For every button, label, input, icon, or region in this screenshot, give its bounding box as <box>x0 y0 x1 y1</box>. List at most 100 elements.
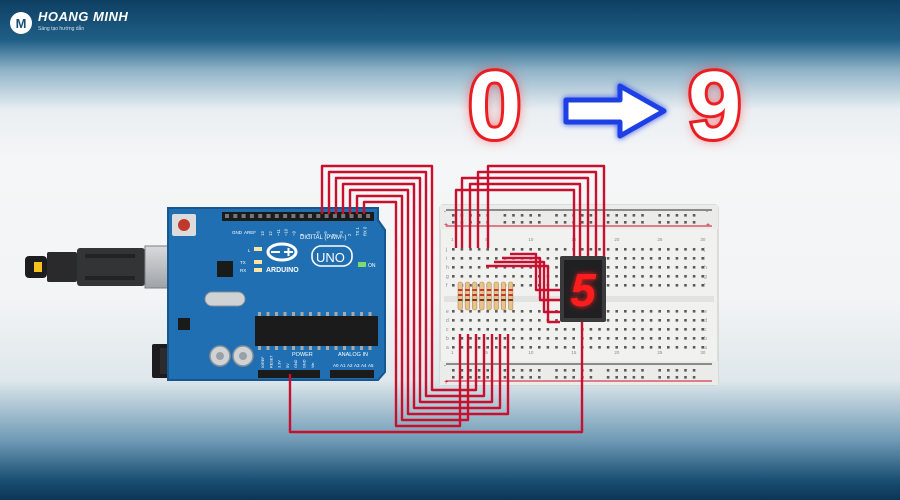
terminal-hole <box>460 266 464 269</box>
rail-hole <box>486 376 489 379</box>
column-number: 10 <box>528 350 534 355</box>
terminal-hole <box>692 337 696 340</box>
terminal-hole <box>701 328 704 331</box>
terminal-hole <box>649 328 653 331</box>
chip-pin <box>258 312 261 316</box>
terminal-hole <box>495 257 498 260</box>
column-number: 20 <box>614 350 620 355</box>
terminal-hole <box>503 248 507 251</box>
terminal-hole <box>529 248 532 251</box>
rail-minus-label-bottom: - <box>444 363 446 369</box>
rail-hole <box>460 369 464 372</box>
terminal-hole <box>469 346 472 349</box>
column-number: 20 <box>614 237 620 242</box>
chip-pin <box>334 312 338 316</box>
terminal-hole <box>452 346 455 349</box>
terminal-hole <box>503 328 507 331</box>
terminal-hole <box>606 257 610 260</box>
rail-hole <box>684 221 687 224</box>
rail-hole <box>563 214 567 217</box>
gnd-label: GND <box>232 230 243 235</box>
terminal-hole <box>486 328 489 331</box>
terminal-hole <box>606 346 610 349</box>
digital-pin-label: RX 0 <box>363 226 368 236</box>
terminal-hole <box>555 284 558 287</box>
analog-label: ANALOG IN <box>338 352 368 358</box>
terminal-hole <box>649 248 653 251</box>
terminal-hole <box>581 248 584 251</box>
terminal-hole <box>606 275 610 278</box>
rail-hole <box>589 214 593 217</box>
rail-hole <box>520 369 524 372</box>
terminal-hole <box>503 346 507 349</box>
brand-logo: M HOANG MINH Sáng tạo hướng dẫn <box>10 10 128 36</box>
terminal-hole <box>606 337 610 340</box>
row-letter: e <box>446 309 449 315</box>
terminal-hole <box>641 284 644 287</box>
terminal-hole <box>529 275 532 278</box>
terminal-hole <box>495 248 498 251</box>
digital-pin-label: 12 <box>268 231 273 236</box>
terminal-hole <box>624 346 627 349</box>
digital-pin-label: ~9 <box>292 231 297 236</box>
terminal-hole <box>589 328 593 331</box>
terminal-hole <box>641 275 644 278</box>
terminal-hole <box>624 248 627 251</box>
rail-hole <box>529 369 532 372</box>
rail-plus-label-top: + <box>444 222 448 229</box>
resistor-band <box>508 299 513 301</box>
terminal-hole <box>649 310 653 313</box>
terminal-hole <box>684 310 687 313</box>
terminal-hole <box>477 275 481 278</box>
terminal-hole <box>460 346 464 349</box>
terminal-hole <box>692 266 696 269</box>
terminal-hole <box>641 248 644 251</box>
terminal-hole <box>460 319 464 322</box>
terminal-hole <box>503 275 507 278</box>
power-pin-label: GND <box>303 359 307 368</box>
terminal-hole <box>667 328 670 331</box>
terminal-hole <box>529 346 532 349</box>
terminal-hole <box>546 248 550 251</box>
led-l-label: L <box>248 248 251 253</box>
terminal-hole <box>615 275 618 278</box>
terminal-hole <box>495 310 498 313</box>
rail-hole <box>581 221 584 224</box>
rail-hole <box>641 221 644 224</box>
jumper-wire <box>494 260 560 314</box>
header-pin <box>249 214 254 218</box>
terminal-hole <box>572 328 575 331</box>
rail-hole <box>658 214 661 217</box>
row-letter: j <box>445 247 447 253</box>
terminal-hole <box>486 337 489 340</box>
chip-pin <box>309 346 312 350</box>
terminal-hole <box>684 328 687 331</box>
terminal-hole <box>684 257 687 260</box>
terminal-hole <box>675 248 679 251</box>
terminal-hole <box>675 275 679 278</box>
rail-hole <box>684 376 687 379</box>
row-letter: a <box>446 345 449 351</box>
terminal-hole <box>701 275 704 278</box>
terminal-hole <box>512 266 515 269</box>
chip-pin <box>275 346 278 350</box>
terminal-hole <box>469 257 472 260</box>
rail-hole <box>684 214 687 217</box>
terminal-hole <box>520 310 524 313</box>
terminal-hole <box>675 319 679 322</box>
digital-pin-label: ~3 <box>339 231 344 236</box>
row-letter: i <box>704 256 705 262</box>
chip-pin <box>258 346 261 350</box>
board-model-text: UNO <box>316 250 345 265</box>
terminal-hole <box>692 275 696 278</box>
resistor-band <box>494 294 499 296</box>
terminal-hole <box>555 266 558 269</box>
rail-hole <box>632 369 636 372</box>
terminal-hole <box>649 257 653 260</box>
terminal-hole <box>684 346 687 349</box>
rail-hole <box>460 376 464 379</box>
resistor-band <box>508 289 513 291</box>
terminal-hole <box>598 346 601 349</box>
